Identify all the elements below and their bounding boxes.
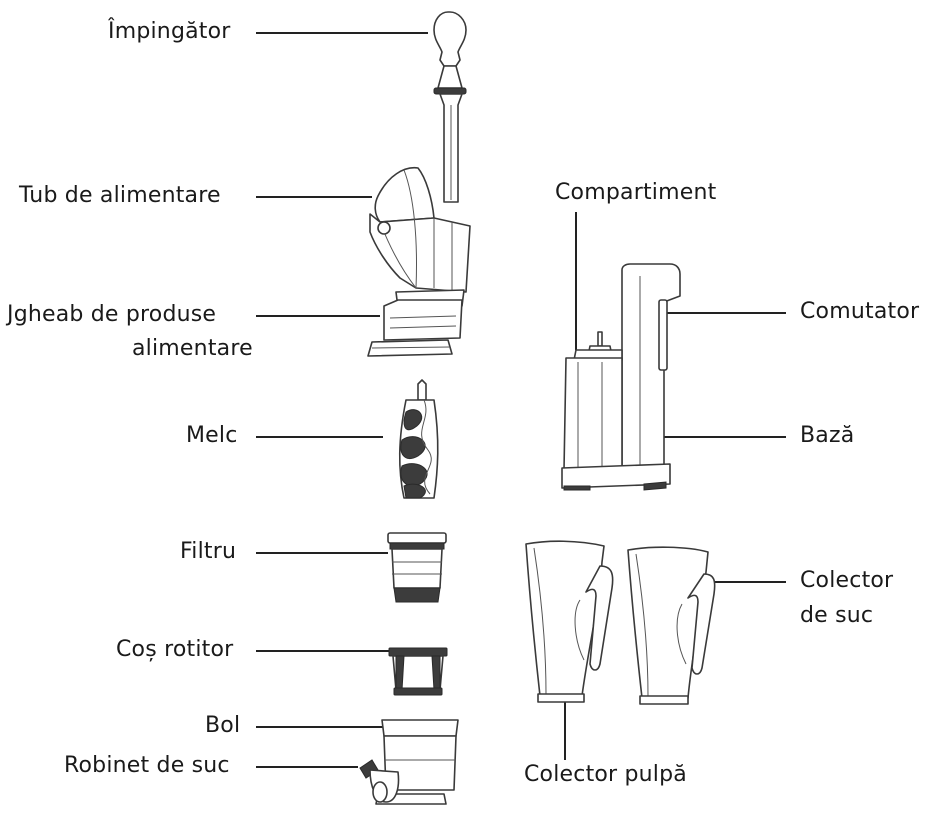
label-impingator: Împingător <box>108 19 231 44</box>
label-colector-pulpa: Colector pulpă <box>524 762 687 787</box>
label-bol: Bol <box>205 713 241 738</box>
label-jgheab-line2: alimentare <box>132 336 253 361</box>
feed-tube-drawing <box>369 167 471 293</box>
chute-drawing <box>367 289 465 357</box>
label-jgheab-line1: Jgheab de produse <box>7 302 217 327</box>
motor-base-drawing <box>561 263 681 491</box>
juice-container-drawing <box>627 546 716 705</box>
label-filtru: Filtru <box>180 539 237 564</box>
bowl-drawing <box>375 719 459 805</box>
label-cos-rotitor: Coș rotitor <box>116 637 234 662</box>
rotating-basket-drawing <box>388 647 448 696</box>
label-compartiment: Compartiment <box>555 180 717 205</box>
pusher-drawing <box>433 11 467 203</box>
label-comutator: Comutator <box>800 299 920 324</box>
pulp-container-drawing <box>525 540 614 703</box>
filter-drawing <box>387 532 447 603</box>
auger-drawing <box>398 379 439 499</box>
juice-spout-drawing <box>359 759 400 803</box>
label-colector-suc-line2: de suc <box>800 603 874 628</box>
label-colector-suc-line1: Colector <box>800 568 894 593</box>
label-robinet: Robinet de suc <box>64 753 230 778</box>
label-tub-alimentare: Tub de alimentare <box>19 183 221 208</box>
label-melc: Melc <box>186 423 238 448</box>
leader-lines <box>256 32 786 768</box>
label-baza: Bază <box>800 423 855 448</box>
